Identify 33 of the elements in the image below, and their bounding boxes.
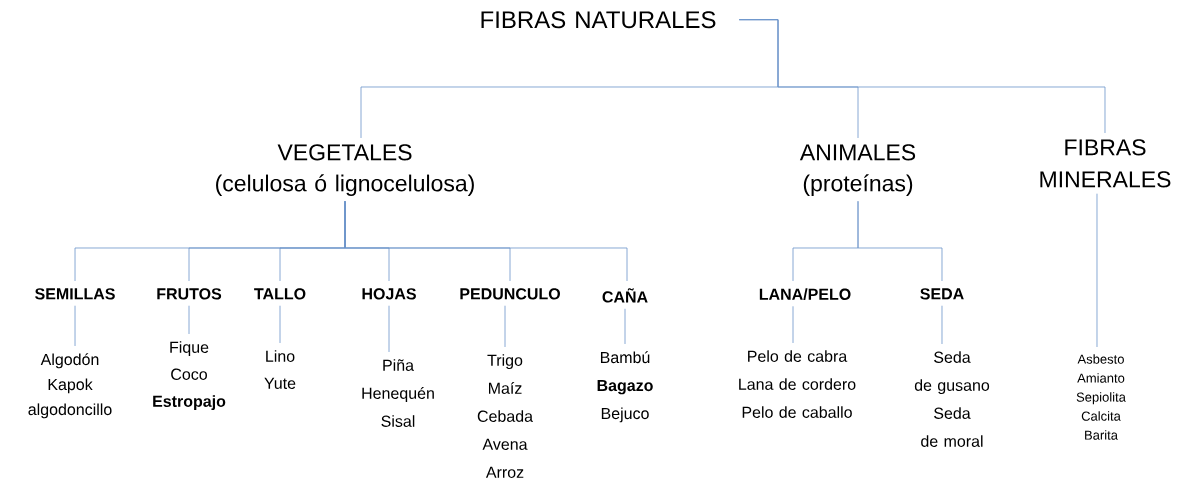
connector-line [792,305,794,344]
category-heading: FRUTOS [157,288,222,300]
title-text: FIBRAS NATURALES [481,11,716,29]
connector-line [279,305,281,344]
fiber-list: Bambú Bagazo Bejuco [597,351,653,423]
fiber-list: Fique Coco Estropajo [153,341,226,411]
category-heading: LANA/PELO [759,288,851,301]
fiber-list: Algodón Kapok algodoncillo [28,353,112,419]
category-heading: CAÑA [602,288,648,303]
fiber-list: Lino Yute [264,350,296,389]
fiber-list: Piña Henequén Sisal [362,359,434,427]
connector-line [1096,193,1098,348]
connector-line [624,308,626,345]
connector-line [738,19,1106,134]
category-heading: TALLO [254,288,306,300]
connector-line [504,305,506,348]
connector-line [188,305,190,335]
connector-line [388,305,390,353]
category-heading: HOJAS [362,288,416,300]
group-heading: ANIMALES (proteínas) [799,144,916,196]
group-heading: FIBRAS MINERALES [1040,139,1171,188]
category-heading: SEDA [920,288,964,300]
connector-line [941,305,943,345]
fiber-list: Trigo Maíz Cebada Avena Arroz [477,354,533,478]
connector-line [74,305,76,347]
fiber-list: Seda de gusano Seda de moral [914,351,990,447]
fiber-list: Asbesto Amianto Sepiolita Calcita Barita [1076,354,1126,440]
connector-line [857,200,943,282]
category-heading: SEMILLAS [35,288,115,300]
category-heading: PEDUNCULO [460,288,560,300]
fiber-list: Pelo de cabra Lana de cordero Pelo de caballo [739,350,856,418]
connector-line [344,200,628,282]
group-heading: VEGETALES (celulosa ó lignocelulosa) [216,144,474,196]
